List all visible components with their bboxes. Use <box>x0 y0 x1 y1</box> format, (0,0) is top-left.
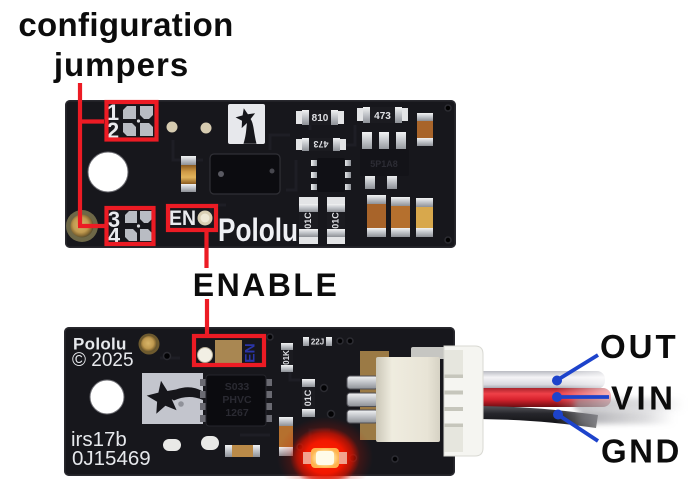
svg-text:473: 473 <box>313 139 328 149</box>
svg-text:S033: S033 <box>225 381 250 393</box>
svg-text:Pololu: Pololu <box>218 212 298 248</box>
svg-text:1267: 1267 <box>225 407 249 419</box>
svg-text:0J15469: 0J15469 <box>72 447 151 470</box>
svg-text:01K: 01K <box>282 350 291 365</box>
svg-text:configuration: configuration <box>18 6 233 43</box>
svg-text:2: 2 <box>107 118 119 143</box>
svg-text:473: 473 <box>374 111 391 122</box>
svg-text:EN: EN <box>169 207 196 230</box>
svg-text:Pololu: Pololu <box>73 335 127 354</box>
svg-text:01C: 01C <box>330 212 340 229</box>
svg-text:810: 810 <box>312 113 329 124</box>
svg-text:PHVC: PHVC <box>222 394 252 406</box>
svg-text:jumpers: jumpers <box>53 46 189 83</box>
svg-text:© 2025: © 2025 <box>72 350 134 371</box>
svg-text:irs17b: irs17b <box>71 428 127 451</box>
svg-text:VIN: VIN <box>611 380 677 417</box>
svg-text:GND: GND <box>601 433 682 470</box>
svg-text:3: 3 <box>108 207 120 232</box>
svg-text:EN: EN <box>242 343 258 362</box>
svg-text:1: 1 <box>107 100 119 125</box>
svg-text:ENABLE: ENABLE <box>193 267 340 303</box>
svg-text:01C: 01C <box>303 389 313 406</box>
svg-text:01C: 01C <box>303 212 313 229</box>
svg-text:OUT: OUT <box>600 328 679 365</box>
svg-text:5P1A8: 5P1A8 <box>370 159 398 169</box>
svg-text:22J: 22J <box>311 338 324 347</box>
